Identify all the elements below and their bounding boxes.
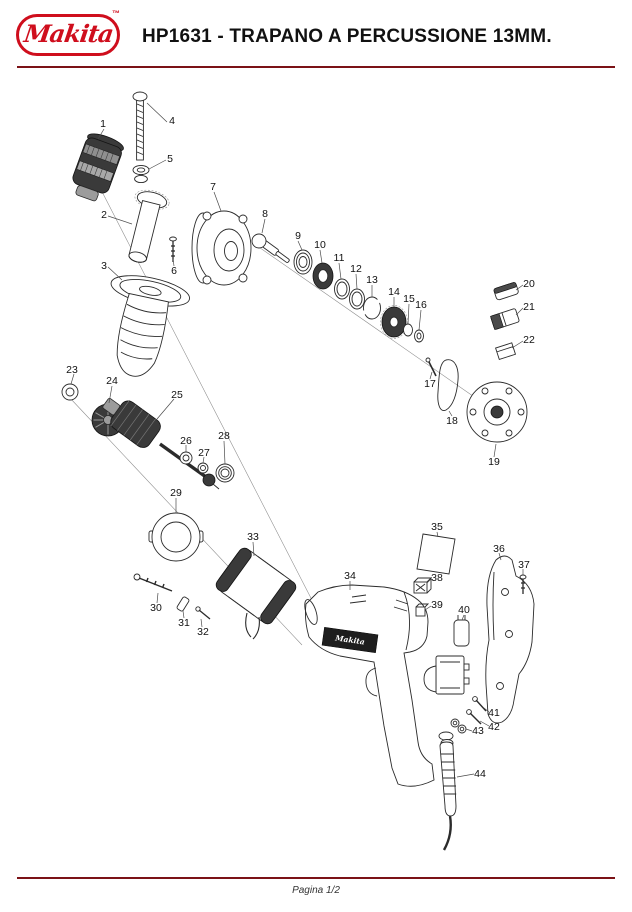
- part-callout-28: 28: [218, 430, 230, 442]
- page-indicator: Pagina 1/2: [292, 885, 340, 896]
- part-stator: [215, 547, 297, 640]
- part-callout-18: 18: [446, 415, 458, 427]
- part-callout-2: 2: [101, 209, 107, 221]
- part-callout-31: 31: [178, 617, 190, 629]
- part-callout-21: 21: [523, 301, 535, 313]
- part-set-screw: [169, 236, 177, 262]
- part-ring-12: [349, 288, 365, 310]
- part-screw-41: [472, 696, 487, 712]
- part-callout-33: 33: [247, 531, 259, 543]
- part-callout-27: 27: [198, 447, 210, 459]
- footer-rule: [17, 877, 615, 879]
- part-callout-37: 37: [518, 559, 530, 571]
- body-brand-label: Makita: [334, 633, 366, 646]
- part-pin: [425, 357, 437, 377]
- trademark-symbol: ™: [112, 9, 120, 18]
- part-washer-15: [403, 323, 413, 337]
- document-title: HP1631 - TRAPANO A PERCUSSIONE 13MM.: [142, 26, 552, 47]
- part-callout-12: 12: [350, 263, 362, 275]
- part-callout-6: 6: [171, 265, 177, 277]
- part-brush-holder: [495, 342, 517, 361]
- part-callout-16: 16: [415, 299, 427, 311]
- part-carbon-brush: [490, 308, 520, 331]
- part-callout-23: 23: [66, 364, 78, 376]
- part-gasket: [437, 359, 459, 412]
- part-callout-29: 29: [170, 487, 182, 499]
- part-callout-32: 32: [197, 626, 209, 638]
- part-callout-36: 36: [493, 543, 505, 555]
- part-brush-cap: [493, 282, 519, 301]
- part-screw-37: [519, 574, 527, 594]
- part-callout-10: 10: [314, 239, 326, 251]
- brand-wordmark: Makita: [21, 18, 115, 48]
- part-callout-9: 9: [295, 230, 301, 242]
- part-cord-guard: [438, 731, 457, 851]
- part-ball-bearing-9: [293, 249, 313, 275]
- part-callout-17: 17: [424, 378, 436, 390]
- part-callout-7: 7: [210, 181, 216, 193]
- part-handle-arm: [128, 189, 170, 263]
- header-rule: [17, 66, 615, 68]
- part-callout-8: 8: [262, 208, 268, 220]
- part-screw-30: [133, 573, 173, 592]
- part-sleeve-31: [176, 596, 190, 612]
- part-callout-43: 43: [472, 725, 484, 737]
- part-screw-32: [195, 606, 211, 620]
- part-block-38: [413, 576, 433, 594]
- part-condenser: [453, 615, 470, 647]
- part-ball-bearing-23: [61, 383, 79, 401]
- part-callout-30: 30: [150, 602, 162, 614]
- part-callout-13: 13: [366, 274, 378, 286]
- part-callout-4: 4: [169, 115, 175, 127]
- part-callout-1: 1: [100, 118, 106, 130]
- part-motor-housing: Makita: [304, 584, 435, 787]
- part-callout-40: 40: [458, 604, 470, 616]
- part-bearing-28: [215, 463, 235, 483]
- part-gear-housing: [191, 210, 252, 286]
- part-retainer-ring: [148, 512, 204, 562]
- part-callout-26: 26: [180, 435, 192, 447]
- part-callout-25: 25: [171, 389, 183, 401]
- part-chuck: [72, 133, 124, 202]
- part-nameplate: [416, 533, 456, 575]
- part-callout-22: 22: [523, 334, 535, 346]
- part-callout-15: 15: [403, 293, 415, 305]
- part-gear-14: [380, 305, 408, 339]
- part-callout-38: 38: [431, 572, 443, 584]
- callout-leader-lines: [70, 102, 524, 778]
- part-side-grip: [110, 275, 190, 377]
- part-washers: [132, 164, 150, 184]
- part-callout-14: 14: [388, 286, 400, 298]
- part-callout-34: 34: [344, 570, 356, 582]
- part-snap-ring-13: [363, 296, 381, 320]
- part-ring-10: [312, 262, 334, 290]
- part-circlip-16: [414, 329, 424, 343]
- part-spindle: [251, 233, 290, 263]
- part-long-screw: [132, 91, 148, 161]
- part-callout-35: 35: [431, 521, 443, 533]
- part-callout-3: 3: [101, 260, 107, 272]
- part-callout-44: 44: [474, 768, 486, 780]
- part-callout-5: 5: [167, 153, 173, 165]
- part-ring-11: [334, 278, 350, 300]
- part-callout-11: 11: [334, 252, 345, 264]
- part-block-39: [415, 603, 430, 617]
- part-handle-cover: [485, 555, 535, 724]
- part-callout-42: 42: [488, 721, 500, 733]
- part-callout-20: 20: [523, 278, 535, 290]
- part-bearing-26: [179, 451, 193, 465]
- part-washers-43: [450, 718, 467, 734]
- part-ring-27: [197, 462, 209, 474]
- part-screw-42: [466, 709, 482, 725]
- part-bearing-box: [466, 381, 528, 443]
- part-callout-24: 24: [106, 375, 118, 387]
- part-switch: [423, 655, 470, 695]
- part-armature: [102, 398, 220, 490]
- part-callout-39: 39: [431, 599, 443, 611]
- part-callout-19: 19: [488, 456, 500, 468]
- part-callout-41: 41: [488, 707, 500, 719]
- makita-logo: Makita ™: [16, 9, 120, 56]
